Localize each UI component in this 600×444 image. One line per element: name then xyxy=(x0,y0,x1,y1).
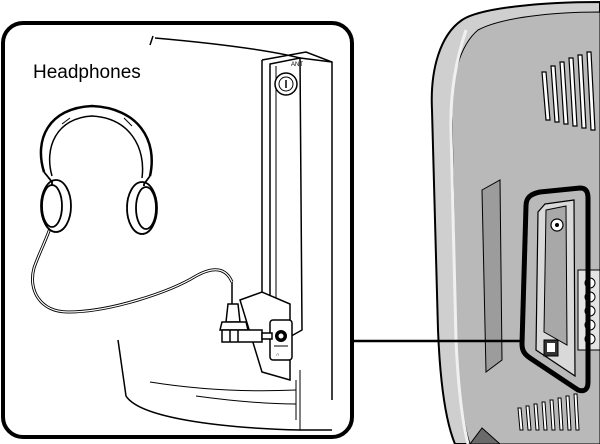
headphones-label: Headphones xyxy=(33,62,141,84)
headphone-jack-icon: ∩ xyxy=(270,320,292,360)
antenna-jack-label: ANT xyxy=(291,62,303,68)
svg-text:∩: ∩ xyxy=(276,352,280,358)
tv-rear-panel xyxy=(432,2,600,444)
zoom-callout: ANT ∩ xyxy=(3,23,352,437)
